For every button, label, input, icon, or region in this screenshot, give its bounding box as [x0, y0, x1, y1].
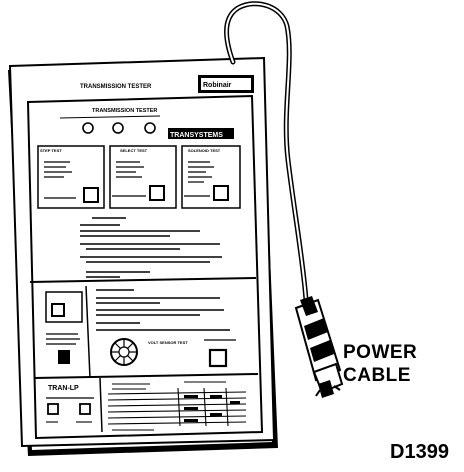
indicator-lamp-3	[144, 122, 156, 134]
header-title: TRANSMISSION TESTER	[80, 84, 152, 90]
section-middle-box	[109, 145, 177, 209]
power-cable	[224, 1, 309, 303]
header-band: TRANSMISSION TESTER Robinair	[80, 75, 254, 93]
left-section-button[interactable]	[83, 187, 99, 203]
right-section-button[interactable]	[213, 185, 229, 201]
lower-left-fine-print	[46, 333, 80, 345]
tester-front-panel	[8, 56, 276, 448]
lighter-plug	[294, 296, 344, 398]
lower-right-button[interactable]	[208, 348, 228, 368]
section-label-2: SELECT TEST	[120, 148, 148, 153]
middle-section-button[interactable]	[149, 185, 165, 201]
lower-left-button[interactable]	[51, 303, 65, 317]
section-label-3: SOLENOID TEST	[188, 148, 221, 153]
power-label-line-2: CABLE	[343, 365, 411, 386]
tranlp-label: TRAN-LP	[48, 385, 79, 392]
figure-id: D1399	[390, 441, 449, 463]
section-label-1: STEP TEST	[40, 148, 62, 153]
power-label-line-1: POWER	[343, 342, 418, 363]
transystems-badge-text: TRANSYSTEMS	[170, 132, 223, 139]
knob-label: VOLT SENSOR TEST	[148, 340, 188, 345]
reference-table	[107, 381, 247, 431]
brand-plate-inner	[201, 78, 251, 90]
indicator-lamp-1	[82, 122, 94, 134]
bottom-left-button-2[interactable]	[79, 403, 91, 415]
section-right-box	[181, 145, 241, 209]
bottom-left-button-1[interactable]	[47, 403, 59, 415]
indicator-lamp-2	[112, 122, 124, 134]
lower-left-box	[45, 291, 83, 323]
toggle-switch[interactable]	[58, 350, 70, 364]
voltage-knob[interactable]	[110, 338, 138, 366]
panel-title: TRANSMISSION TESTER	[92, 108, 157, 114]
section-left-box	[37, 145, 105, 209]
instruction-text-block	[80, 217, 222, 278]
brand-logo: Robinair	[203, 82, 232, 89]
section-fine-print	[44, 161, 214, 199]
lower-instruction-text	[96, 289, 230, 331]
transystems-badge	[168, 128, 234, 139]
control-panel: TRANSMISSION TESTER TRANSYSTEMS	[26, 94, 264, 440]
